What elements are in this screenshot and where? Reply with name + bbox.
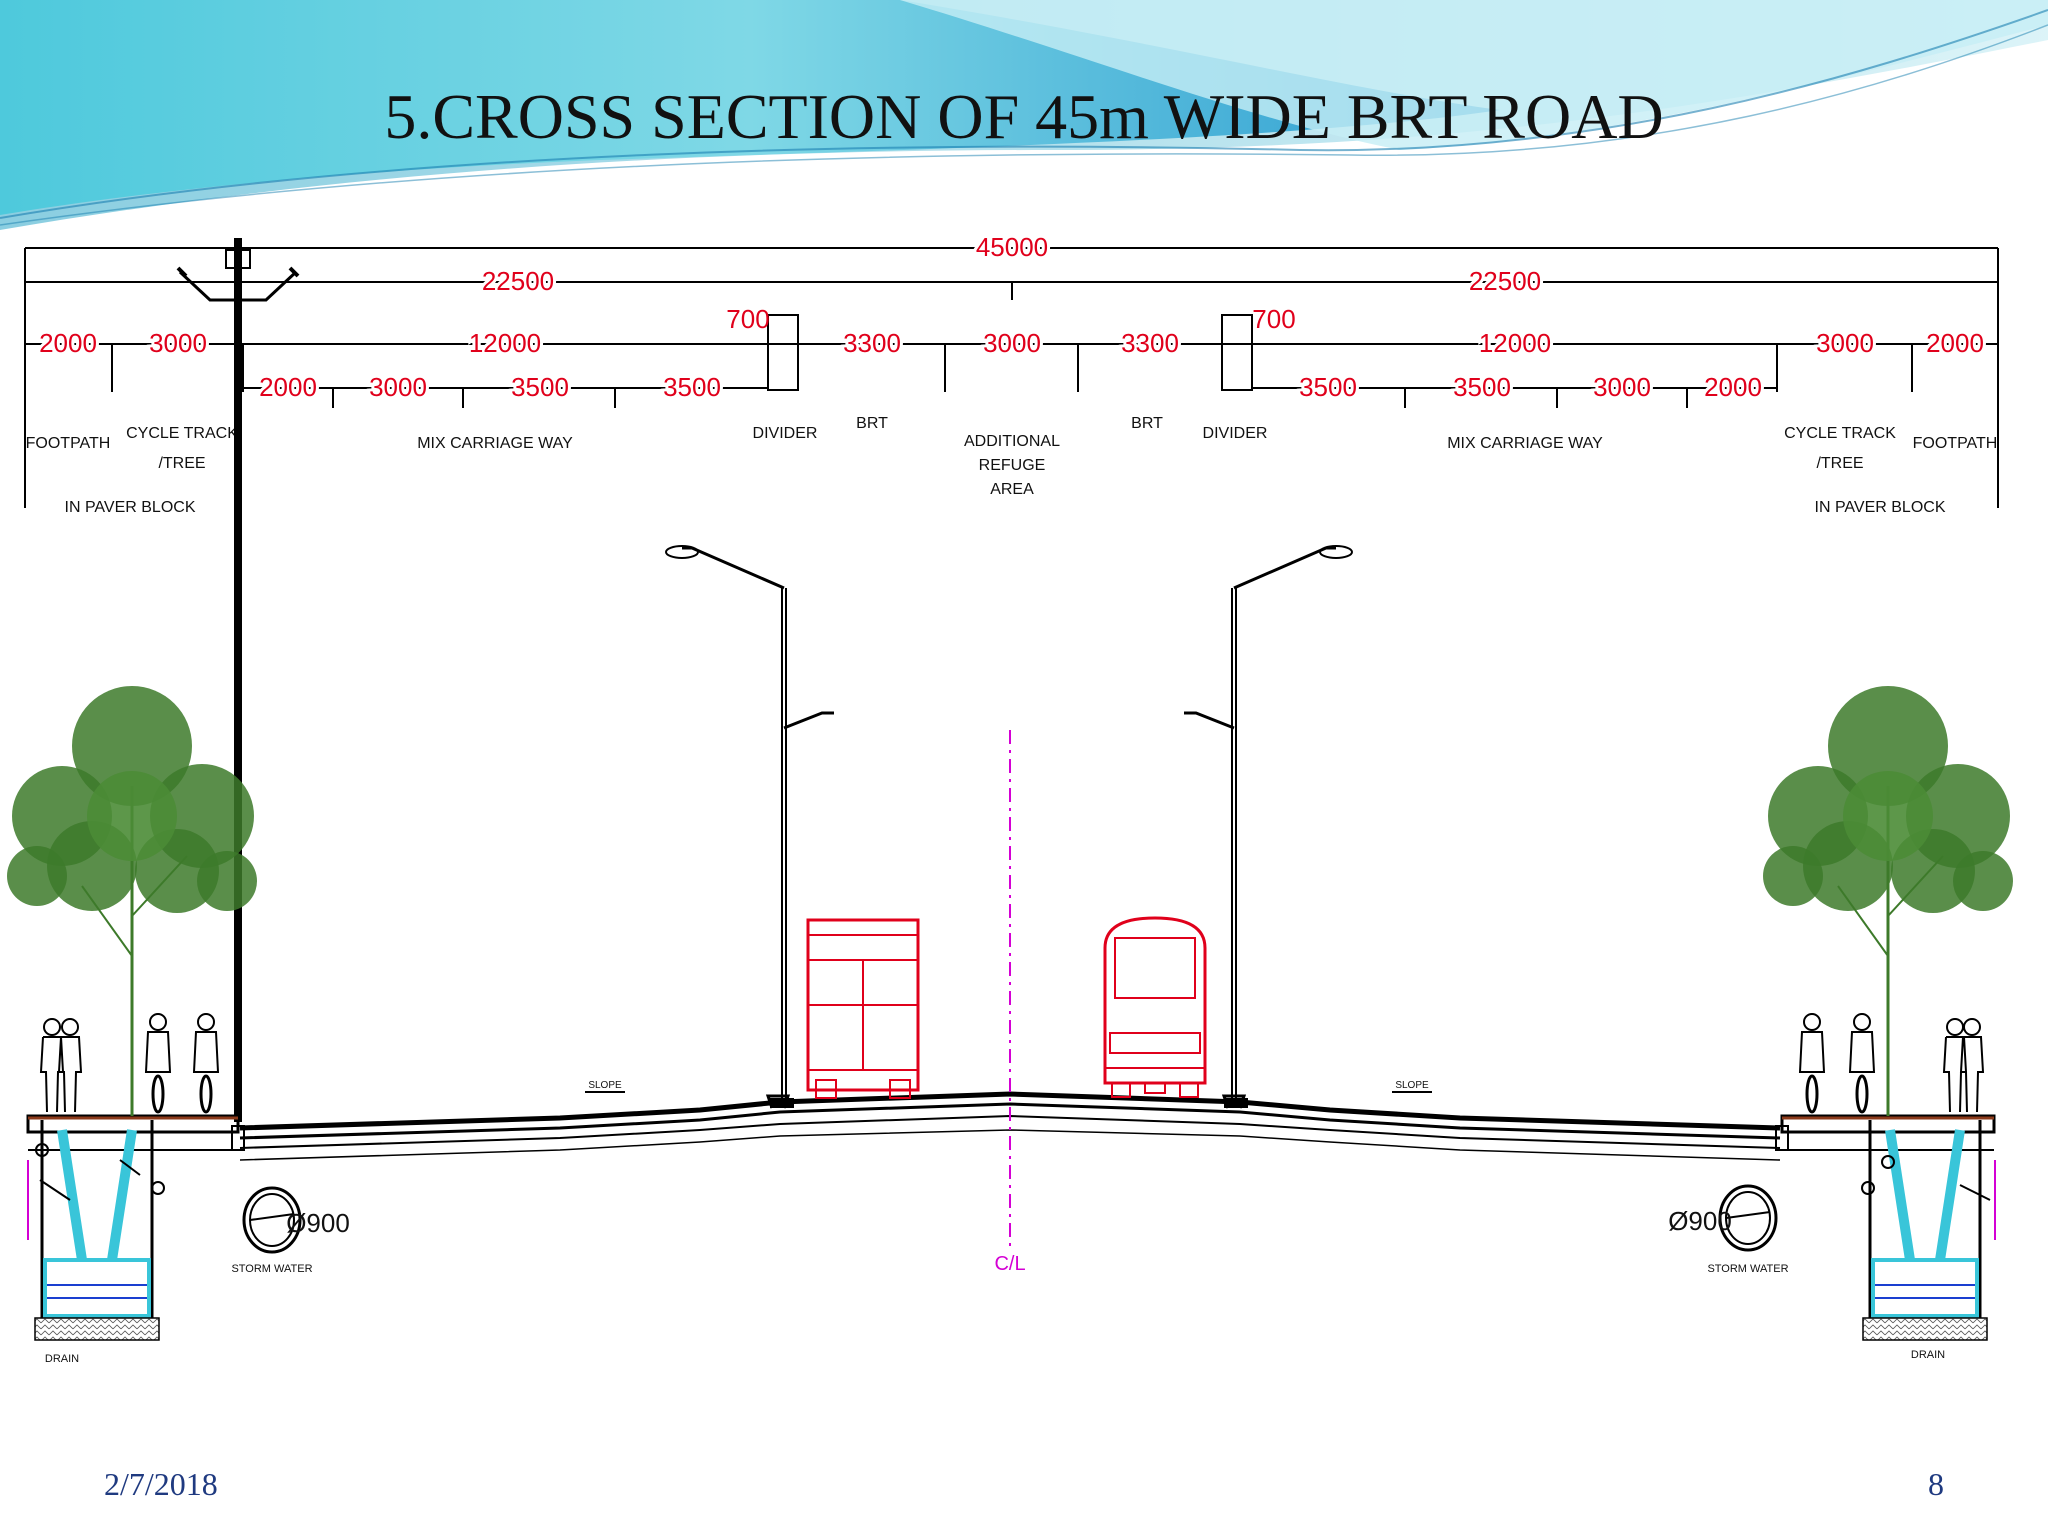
top-wave-light <box>900 0 2048 150</box>
dim-right-lane-1: 3500 <box>1299 372 1357 402</box>
label-refuge-1: ADDITIONAL <box>964 433 1060 450</box>
dim-right-lane-2: 3500 <box>1453 372 1511 402</box>
centerline-label: C/L <box>994 1253 1025 1275</box>
dim-left-lane-3: 3500 <box>511 372 569 402</box>
bus-right-front-view <box>1103 916 1207 1099</box>
left-storm-label: STORM WATER <box>231 1263 312 1275</box>
dimension-texts: 45000 22500 22500 2000 3000 12000 2000 3… <box>36 229 1987 405</box>
pedestrians-right <box>1943 1018 1984 1113</box>
dimension-lines <box>24 247 1999 508</box>
cyclists-right <box>1798 1012 1876 1114</box>
footer-page-number: 8 <box>1928 1466 1944 1502</box>
label-right-carriage: MIX CARRIAGE WAY <box>1447 435 1603 452</box>
label-left-cycle-1: CYCLE TRACK <box>126 425 238 442</box>
dim-left-lane-2: 3000 <box>369 372 427 402</box>
dim-right-cycle: 3000 <box>1816 328 1874 358</box>
drain-left <box>27 1120 165 1340</box>
label-left-footpath: FOOTPATH <box>26 435 111 452</box>
zone-labels: FOOTPATH CYCLE TRACK /TREE IN PAVER BLOC… <box>26 415 1998 516</box>
footer-date: 2/7/2018 <box>104 1466 218 1502</box>
label-right-cycle-1: CYCLE TRACK <box>1784 425 1896 442</box>
dim-left-lane-4: 3500 <box>663 372 721 402</box>
label-right-divider: DIVIDER <box>1203 425 1268 442</box>
pipe-texts: Ø900 Ø900 STORM WATER STORM WATER <box>231 1206 1788 1275</box>
right-pipe-size: Ø900 <box>1668 1206 1732 1236</box>
dim-right-divider: 700 <box>1252 304 1295 334</box>
label-right-cycle-2: /TREE <box>1816 455 1863 472</box>
label-left-cycle-2: /TREE <box>158 455 205 472</box>
dim-left-footpath: 2000 <box>39 328 97 358</box>
dim-left-divider: 700 <box>726 304 769 334</box>
bus-left-side-view <box>806 918 920 1100</box>
label-right-brt: BRT <box>1131 415 1163 432</box>
dim-overall: 45000 <box>976 232 1048 262</box>
label-refuge-3: AREA <box>990 481 1034 498</box>
dim-right-carriage-total: 12000 <box>1479 328 1551 358</box>
dim-half-right: 22500 <box>1469 266 1541 296</box>
dim-left-lane-1: 2000 <box>259 372 317 402</box>
slide-title: 5.CROSS SECTION OF 45m WIDE BRT ROAD <box>384 81 1664 152</box>
electric-pole <box>176 238 300 1122</box>
label-left-paver: IN PAVER BLOCK <box>65 499 196 516</box>
street-lamp-right <box>1182 544 1354 1110</box>
label-right-paver: IN PAVER BLOCK <box>1815 499 1946 516</box>
right-slope-text: SLOPE <box>1395 1080 1429 1091</box>
dim-left-brt: 3300 <box>843 328 901 358</box>
drain-texts: DRAIN DRAIN <box>45 1349 1945 1365</box>
left-drain-label: DRAIN <box>45 1353 79 1365</box>
dim-half-left: 22500 <box>482 266 554 296</box>
dim-right-brt: 3300 <box>1121 328 1179 358</box>
left-pipe-size: Ø900 <box>286 1208 350 1238</box>
right-drain-label: DRAIN <box>1911 1349 1945 1361</box>
storm-pipe-right <box>1718 1184 1778 1252</box>
dim-left-cycle: 3000 <box>149 328 207 358</box>
drain-right <box>1862 1120 1996 1340</box>
wave-line-1 <box>0 9 2048 219</box>
wave-line-2 <box>0 24 2048 226</box>
label-left-carriage: MIX CARRIAGE WAY <box>417 435 573 452</box>
label-left-brt: BRT <box>856 415 888 432</box>
pedestrians-left <box>40 1018 82 1113</box>
label-right-footpath: FOOTPATH <box>1913 435 1998 452</box>
slope-texts: SLOPE SLOPE <box>588 1080 1429 1091</box>
dim-right-footpath: 2000 <box>1926 328 1984 358</box>
label-refuge-2: REFUGE <box>979 457 1046 474</box>
dim-right-lane-3: 3000 <box>1593 372 1651 402</box>
dim-center-refuge: 3000 <box>983 328 1041 358</box>
label-left-divider: DIVIDER <box>753 425 818 442</box>
tree-left <box>5 684 259 1118</box>
storm-pipe-left <box>242 1186 302 1254</box>
cyclists-left <box>144 1012 220 1114</box>
dim-left-carriage-total: 12000 <box>469 328 541 358</box>
left-slope-text: SLOPE <box>588 1080 622 1091</box>
right-storm-label: STORM WATER <box>1707 1263 1788 1275</box>
dim-right-lane-4: 2000 <box>1704 372 1762 402</box>
